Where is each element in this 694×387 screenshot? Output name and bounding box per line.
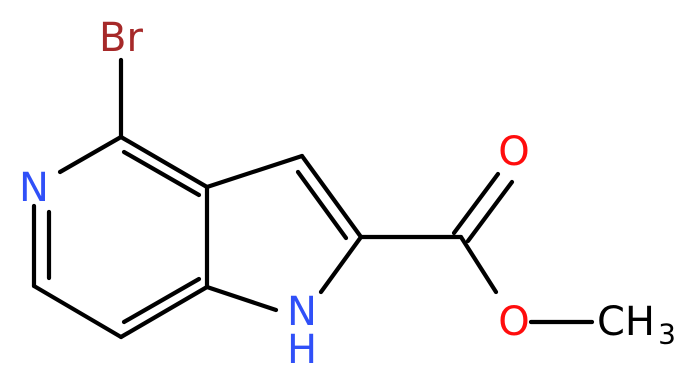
bond-c-o-double-a — [451, 171, 501, 236]
atom-nh-h-label: H — [287, 327, 317, 373]
bond-c2-n1 — [318, 234, 364, 295]
atom-o-carbonyl-label: O — [498, 129, 529, 175]
bond-c7-c7a-inner — [121, 276, 202, 325]
bond-c3-c2-inner — [295, 169, 349, 241]
atom-ch3-label: CH — [597, 299, 655, 345]
bonds — [31, 57, 595, 340]
bond-c4-n5 — [57, 134, 124, 175]
bond-c7-c7a — [118, 284, 210, 340]
atom-n-pyridine-label: N — [19, 165, 49, 211]
bond-c-o-ester — [458, 234, 499, 295]
bond-n1-c7a — [204, 284, 279, 313]
atom-o-ester-label: O — [498, 299, 529, 345]
bond-c-o-double-b — [465, 179, 515, 244]
bond-c3-c2 — [299, 153, 364, 240]
atom-ch3-subscript: 3 — [658, 318, 676, 351]
bond-c4-c3a — [118, 134, 210, 190]
bond-c4-c3a-inner — [121, 149, 202, 198]
atom-labels: Br N N H O O CH 3 — [19, 15, 676, 373]
atom-nh-n-label: N — [287, 289, 317, 335]
bond-c6-c7 — [31, 283, 124, 340]
bond-c3a-c3 — [204, 153, 305, 190]
atom-br-label: Br — [99, 15, 143, 61]
